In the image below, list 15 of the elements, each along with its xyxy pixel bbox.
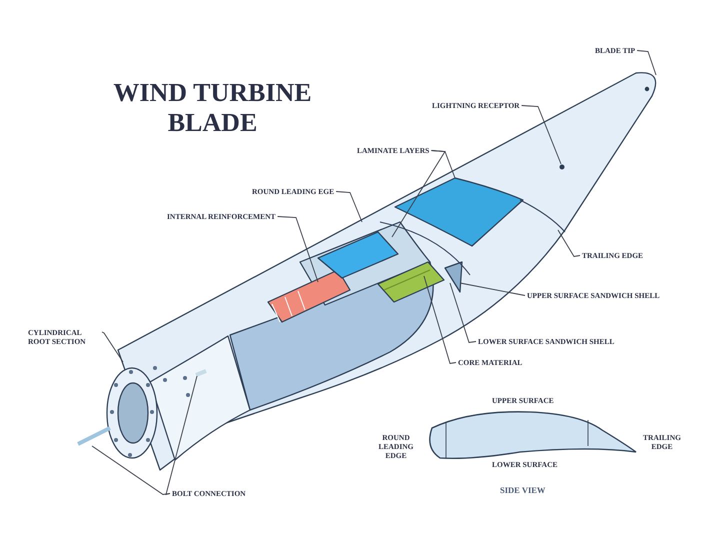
leader-line	[277, 216, 318, 282]
title: WIND TURBINE BLADE	[112, 78, 313, 138]
leader-line	[392, 150, 446, 238]
leader-line	[521, 105, 562, 164]
leader-line	[102, 332, 124, 362]
leader-line	[92, 446, 170, 495]
leader-line	[460, 282, 526, 296]
leader-line	[424, 276, 456, 364]
leader-line	[430, 150, 456, 178]
leader-line	[336, 191, 362, 222]
view-caption: SIDE VIEW	[500, 486, 546, 495]
leader-line	[450, 282, 476, 343]
leader-line	[636, 50, 656, 76]
leader-line	[165, 376, 198, 496]
leader-line	[558, 230, 580, 257]
